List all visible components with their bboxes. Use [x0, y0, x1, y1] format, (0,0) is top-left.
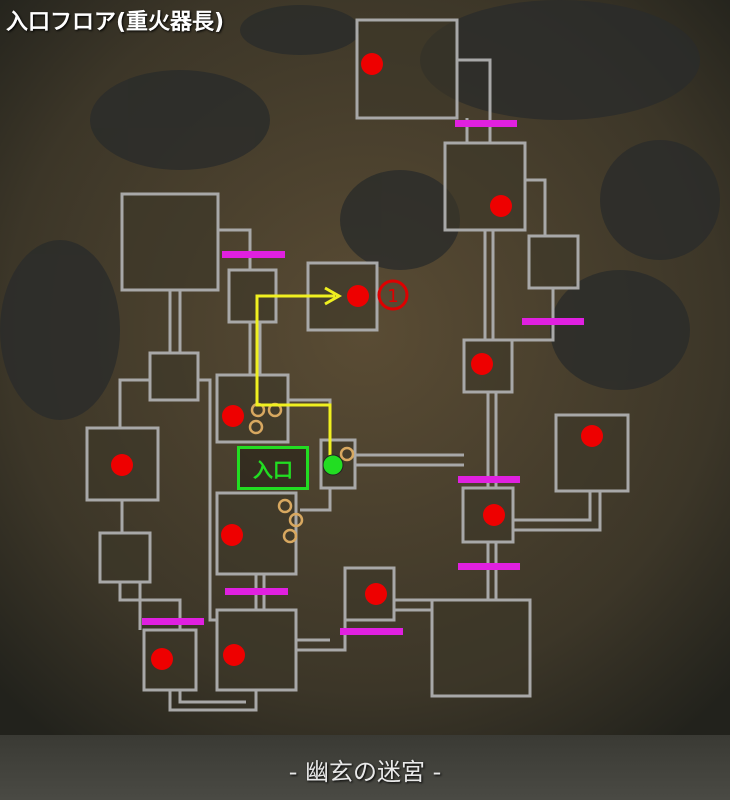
arrow-head-icon: [324, 286, 343, 306]
room: [554, 413, 630, 493]
marker-1-ring: [377, 279, 409, 311]
room: [430, 598, 532, 698]
rooms: [85, 18, 630, 698]
enemy-markers: [111, 53, 603, 670]
corridors: [118, 58, 602, 712]
dungeon-map: 1: [0, 0, 730, 735]
dungeon-name: - 幽玄の迷宮 -: [288, 758, 442, 786]
start-marker: [322, 454, 344, 476]
room: [120, 192, 220, 292]
cave-rocks: [0, 0, 720, 420]
room: [98, 531, 152, 584]
marker-1-label: 1: [387, 286, 398, 307]
room: [443, 141, 527, 232]
floor-title: 入口フロア(重火器長): [6, 10, 225, 35]
entrance-label: 入口: [237, 446, 309, 490]
room: [148, 351, 200, 402]
route-arrow: [255, 294, 335, 458]
room: [527, 234, 580, 290]
doors: [142, 120, 584, 635]
footer-band: [0, 735, 730, 800]
